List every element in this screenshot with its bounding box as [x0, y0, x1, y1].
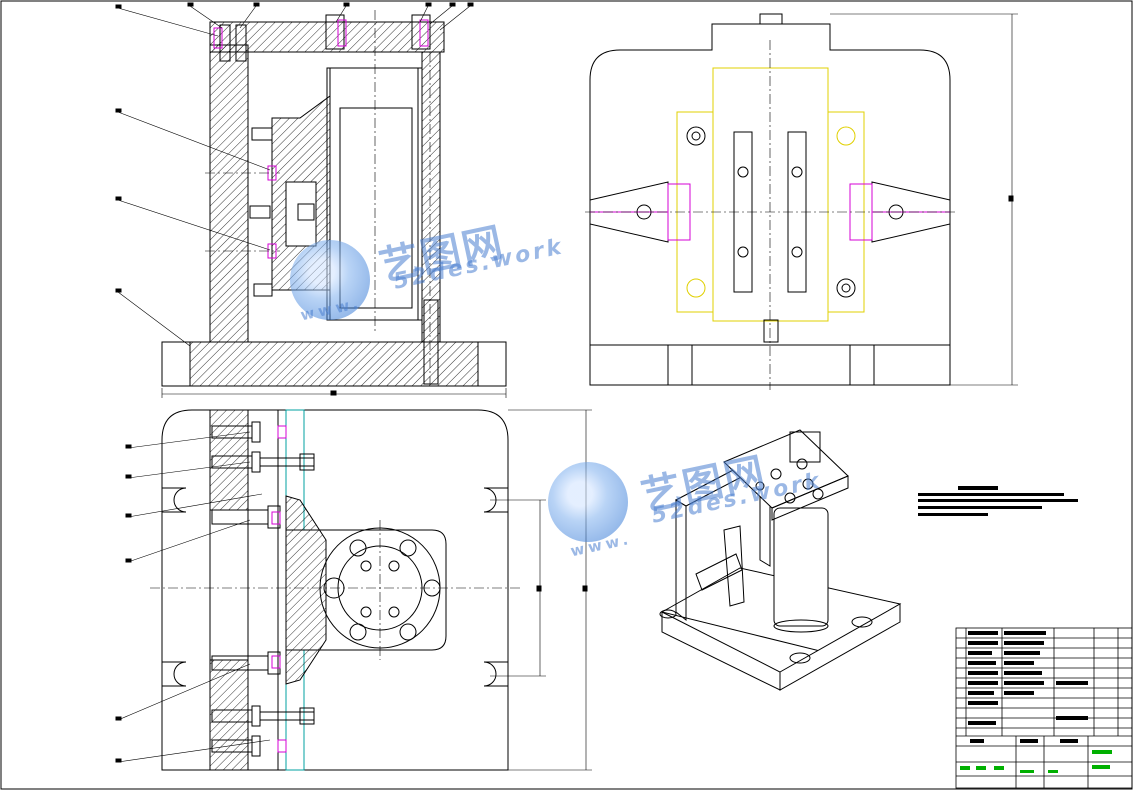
technical-notes	[918, 486, 1078, 516]
front-bolts	[219, 14, 431, 297]
left-wall	[209, 44, 249, 343]
right-wall	[421, 51, 441, 343]
top-view	[115, 409, 592, 771]
base-plate	[161, 341, 507, 387]
front-section-view	[115, 2, 507, 398]
top-plate	[209, 21, 445, 53]
title-block	[955, 627, 1133, 789]
side-view	[585, 13, 1018, 390]
isometric-view	[659, 429, 902, 691]
cylinder-body	[326, 67, 423, 321]
